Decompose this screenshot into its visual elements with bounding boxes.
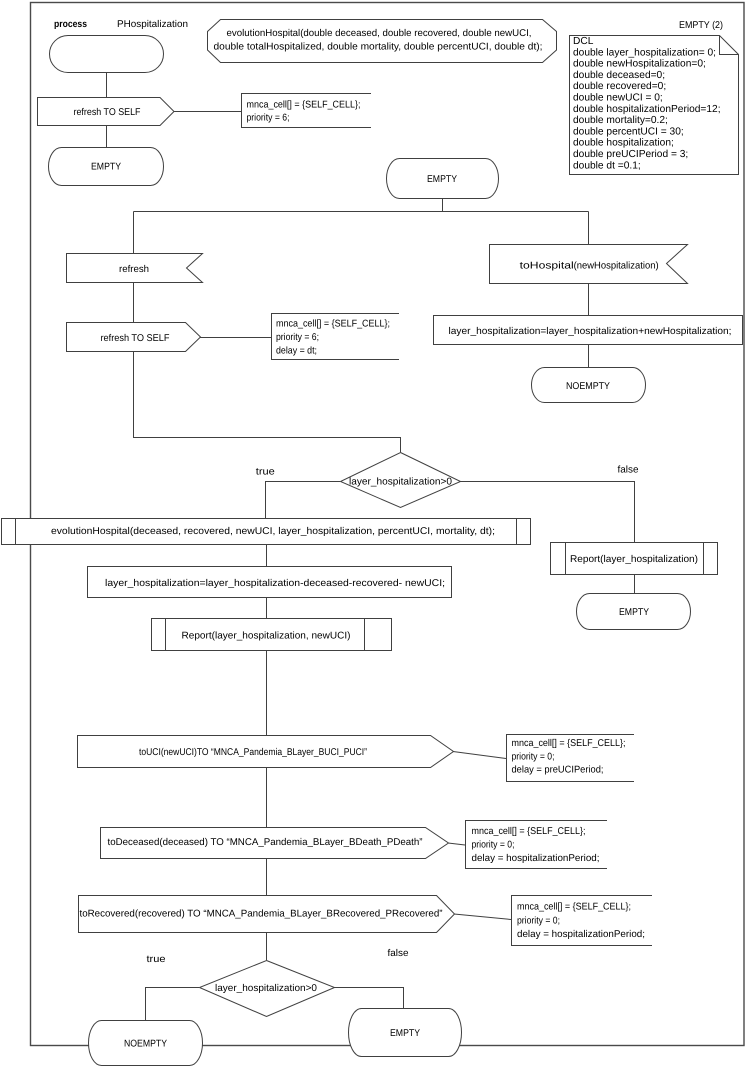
svg-text:layer_hospitalization>0: layer_hospitalization>0 xyxy=(349,477,453,488)
svg-text:delay = dt;: delay = dt; xyxy=(276,346,317,357)
svg-text:mnca_cell[] = {SELF_CELL};: mnca_cell[] = {SELF_CELL}; xyxy=(512,738,626,749)
svg-text:double hospitalization;: double hospitalization; xyxy=(573,138,674,149)
svg-text:toDeceased(deceased) TO “MNCA_: toDeceased(deceased) TO “MNCA_Pandemia_B… xyxy=(108,837,423,848)
svg-text:DCL: DCL xyxy=(573,36,594,47)
svg-text:(newHospitalization): (newHospitalization) xyxy=(574,261,659,272)
svg-text:evolutionHospital(deceased, re: evolutionHospital(deceased, recovered, n… xyxy=(51,526,495,537)
svg-text:evolutionHospital(double decea: evolutionHospital(double deceased, doubl… xyxy=(227,28,532,39)
svg-text:double preUCIPeriod = 3;: double preUCIPeriod = 3; xyxy=(573,149,688,160)
svg-text:double totalHospitalized, doub: double totalHospitalized, double mortali… xyxy=(214,42,543,53)
svg-text:false: false xyxy=(618,464,640,475)
svg-text:mnca_cell[] = {SELF_CELL};: mnca_cell[] = {SELF_CELL}; xyxy=(472,826,586,837)
svg-text:Report(layer_hospitalization): Report(layer_hospitalization) xyxy=(570,554,698,565)
svg-text:true: true xyxy=(256,467,276,478)
svg-text:priority = 0;: priority = 0; xyxy=(512,751,555,762)
svg-text:double percentUCI = 30;: double percentUCI = 30; xyxy=(573,126,684,137)
svg-text:double hospitalizationPeriod=1: double hospitalizationPeriod=12; xyxy=(573,104,721,115)
svg-text:toRecovered(recovered) TO “MNC: toRecovered(recovered) TO “MNCA_Pandemia… xyxy=(80,909,443,920)
svg-text:double layer_hospitalization=: double layer_hospitalization= 0; xyxy=(573,47,716,58)
svg-text:NOEMPTY: NOEMPTY xyxy=(566,381,610,392)
svg-text:double mortality=0.2;: double mortality=0.2; xyxy=(573,115,668,126)
svg-text:delay = hospitalizationPeriod;: delay = hospitalizationPeriod; xyxy=(517,929,645,940)
svg-text:double recovered=0;: double recovered=0; xyxy=(573,81,666,92)
svg-text:double newUCI = 0;: double newUCI = 0; xyxy=(573,93,663,104)
svg-text:priority = 0;: priority = 0; xyxy=(472,840,515,851)
svg-text:mnca_cell[] = {SELF_CELL};: mnca_cell[] = {SELF_CELL}; xyxy=(247,100,361,111)
svg-text:double deceased=0;: double deceased=0; xyxy=(573,70,665,81)
svg-text:EMPTY: EMPTY xyxy=(427,174,457,185)
svg-text:layer_hospitalization=layer_ho: layer_hospitalization=layer_hospitalizat… xyxy=(449,326,732,337)
svg-text:EMPTY: EMPTY xyxy=(91,162,121,173)
svg-text:toUCI(newUCI)TO “MNCA_Pandemia: toUCI(newUCI)TO “MNCA_Pandemia_BLayer_BU… xyxy=(139,747,367,758)
svg-text:NOEMPTY: NOEMPTY xyxy=(124,1039,167,1050)
svg-text:EMPTY (2): EMPTY (2) xyxy=(679,20,723,31)
svg-text:EMPTY: EMPTY xyxy=(619,607,649,618)
svg-text:delay = preUCIPeriod;: delay = preUCIPeriod; xyxy=(512,765,604,776)
svg-text:refresh TO SELF: refresh TO SELF xyxy=(74,107,141,118)
svg-text:refresh TO SELF: refresh TO SELF xyxy=(101,333,170,344)
svg-text:priority = 6;: priority = 6; xyxy=(247,113,290,124)
svg-text:double dt =0.1;: double dt =0.1; xyxy=(573,160,641,171)
svg-text:process: process xyxy=(54,19,87,30)
svg-text:priority = 6;: priority = 6; xyxy=(276,332,319,343)
svg-text:Report(layer_hospitalization,: Report(layer_hospitalization, newUCI) xyxy=(182,631,351,642)
svg-text:layer_hospitalization=layer_ho: layer_hospitalization=layer_hospitalizat… xyxy=(105,578,445,589)
svg-text:EMPTY: EMPTY xyxy=(390,1028,420,1039)
svg-text:double newHospitalization=0;: double newHospitalization=0; xyxy=(573,59,706,70)
svg-text:mnca_cell[] = {SELF_CELL};: mnca_cell[] = {SELF_CELL}; xyxy=(276,319,390,330)
svg-text:priority = 0;: priority = 0; xyxy=(517,915,560,926)
svg-text:toHospital: toHospital xyxy=(520,261,574,272)
svg-text:refresh: refresh xyxy=(119,264,149,275)
svg-text:PHospitalization: PHospitalization xyxy=(117,19,188,30)
svg-text:layer_hospitalization>0: layer_hospitalization>0 xyxy=(215,983,318,994)
svg-text:true: true xyxy=(147,954,167,965)
svg-text:mnca_cell[] = {SELF_CELL};: mnca_cell[] = {SELF_CELL}; xyxy=(517,902,631,913)
svg-text:false: false xyxy=(388,948,410,959)
svg-text:delay = hospitalizationPeriod;: delay = hospitalizationPeriod; xyxy=(472,853,600,864)
